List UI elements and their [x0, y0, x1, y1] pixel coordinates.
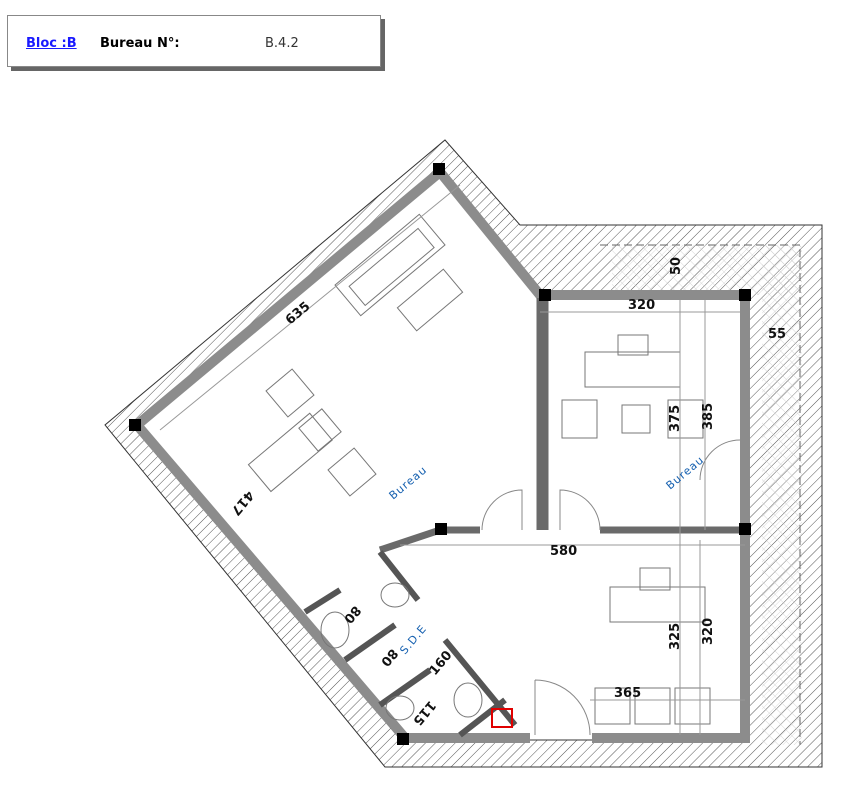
sde-walls	[303, 550, 518, 738]
dim-580: 580	[550, 544, 577, 559]
column-markers	[129, 163, 751, 745]
dim-80a: 80	[340, 602, 363, 626]
room-label-bureau-left: Bureau	[387, 463, 430, 502]
red-marker	[491, 708, 513, 728]
furniture	[247, 213, 711, 725]
dim-320-top: 320	[628, 298, 655, 313]
dim-50: 50	[669, 257, 684, 275]
bureau-number: B.4.2	[265, 36, 299, 51]
dim-365: 365	[614, 686, 641, 701]
exterior-hatch	[104, 139, 823, 768]
bloc-link[interactable]: Bloc :B	[26, 36, 77, 51]
room-label-sde: S.D.E	[397, 622, 429, 657]
dim-160: 160	[427, 648, 456, 678]
door-swing	[481, 439, 741, 736]
office-info-box: Bloc :B Bureau N°: B.4.2	[7, 15, 381, 67]
dim-417: 417	[227, 487, 256, 517]
dim-375: 375	[668, 405, 683, 432]
dim-385: 385	[701, 403, 716, 430]
dim-325: 325	[668, 623, 683, 650]
bureau-label: Bureau N°:	[100, 36, 180, 51]
dim-320-right: 320	[701, 618, 716, 645]
dim-115: 115	[409, 697, 438, 727]
balcony-side	[762, 245, 802, 745]
dim-55: 55	[768, 327, 786, 342]
dimension-lines	[159, 184, 745, 735]
